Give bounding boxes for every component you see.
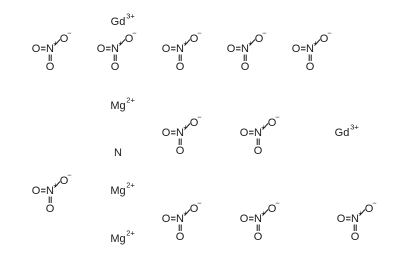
nitrate-8-oxygen-right: O xyxy=(60,175,69,187)
ion-gd-1: Gd xyxy=(111,16,126,28)
nitrate-2-single-bond xyxy=(119,39,126,46)
nitrate-9-oxygen-charge: − xyxy=(197,199,202,208)
nitrate-8-oxygen-left: O xyxy=(32,185,41,197)
nitrate-3-single-bond xyxy=(184,39,191,46)
nitrate-6-oxygen-charge: − xyxy=(197,113,202,122)
nitrate-5-oxygen-left: O xyxy=(292,43,301,55)
nitrate-10-oxygen-bottom: O xyxy=(254,231,263,243)
nitrate-10-single-bond xyxy=(262,209,269,216)
nitrate-1-nitrogen: N xyxy=(46,43,54,55)
nitrate-11-oxygen-bottom: O xyxy=(351,231,360,243)
nitrate-2-oxygen-charge: − xyxy=(132,29,137,38)
ion-mg-4: Mg xyxy=(110,185,125,197)
nitrate-7-single-bond xyxy=(262,123,269,130)
nitrate-4-nitrogen: N xyxy=(241,43,249,55)
nitrate-6-nitrogen-charge: + xyxy=(183,123,188,132)
nitrate-9-nitrogen: N xyxy=(176,213,184,225)
nitrate-5-oxygen-bottom: O xyxy=(306,61,315,73)
nitrate-6-nitrogen: N xyxy=(176,127,184,139)
nitrate-6-single-bond xyxy=(184,123,191,130)
nitrate-11-nitrogen: N xyxy=(351,213,359,225)
nitrate-9-single-bond xyxy=(184,209,191,216)
nitrate-5-oxygen-charge: − xyxy=(327,29,332,38)
nitrate-4-oxygen-left: O xyxy=(227,43,236,55)
nitrate-2-nitrogen-charge: + xyxy=(118,39,123,48)
nitrate-5-single-bond xyxy=(314,39,321,46)
ion-mg-4-charge: 2+ xyxy=(126,181,135,190)
nitrate-4-oxygen-charge: − xyxy=(262,29,267,38)
ion-mg-2: Mg xyxy=(110,100,125,112)
nitrate-7-oxygen-left: O xyxy=(240,127,249,139)
nitrate-1-oxygen-charge: − xyxy=(67,29,72,38)
nitrate-2-nitrogen: N xyxy=(111,43,119,55)
nitrate-11-oxygen-charge: − xyxy=(372,199,377,208)
nitrate-8-nitrogen: N xyxy=(46,185,54,197)
nitrate-11-single-bond xyxy=(359,209,366,216)
nitrate-10-nitrogen: N xyxy=(254,213,262,225)
nitrate-6-oxygen-right: O xyxy=(190,117,199,129)
nitrate-5-oxygen-right: O xyxy=(320,33,329,45)
nitrate-7-oxygen-right: O xyxy=(268,117,277,129)
nitrate-6-oxygen-bottom: O xyxy=(176,145,185,157)
nitrate-11-oxygen-right: O xyxy=(365,203,374,215)
nitrate-4-oxygen-right: O xyxy=(255,33,264,45)
nitrate-3-nitrogen-charge: + xyxy=(183,39,188,48)
nitrate-7-oxygen-charge: − xyxy=(275,113,280,122)
ion-gd-6-charge: 3+ xyxy=(350,123,359,132)
nitrate-1-single-bond xyxy=(54,39,61,46)
ion-mg-5: Mg xyxy=(110,233,125,245)
nitrate-9-nitrogen-charge: + xyxy=(183,209,188,218)
nitrate-1-oxygen-bottom: O xyxy=(46,61,55,73)
nitrate-10-oxygen-left: O xyxy=(240,213,249,225)
nitrate-3-oxygen-bottom: O xyxy=(176,61,185,73)
nitrate-7-oxygen-bottom: O xyxy=(254,145,263,157)
ion-mg-5-charge: 2+ xyxy=(126,229,135,238)
nitrate-7-nitrogen-charge: + xyxy=(261,123,266,132)
nitrate-9-oxygen-left: O xyxy=(162,213,171,225)
nitrate-8-single-bond xyxy=(54,181,61,188)
nitrate-8-oxygen-bottom: O xyxy=(46,203,55,215)
nitrate-5-nitrogen: N xyxy=(306,43,314,55)
nitrate-4-oxygen-bottom: O xyxy=(241,61,250,73)
nitrate-2-oxygen-bottom: O xyxy=(111,61,120,73)
nitrate-2-oxygen-right: O xyxy=(125,33,134,45)
nitrate-2-oxygen-left: O xyxy=(97,43,106,55)
nitrate-11-nitrogen-charge: + xyxy=(358,209,363,218)
nitrate-3-oxygen-charge: − xyxy=(197,29,202,38)
nitrate-3-oxygen-right: O xyxy=(190,33,199,45)
ion-mg-2-charge: 2+ xyxy=(126,96,135,105)
ion-gd-6: Gd xyxy=(335,127,350,139)
ion-gd-1-charge: 3+ xyxy=(126,12,135,21)
ion-n-3: N xyxy=(114,147,122,159)
nitrate-11-oxygen-left: O xyxy=(337,213,346,225)
nitrate-8-oxygen-charge: − xyxy=(67,171,72,180)
nitrate-9-oxygen-right: O xyxy=(190,203,199,215)
nitrate-1-oxygen-right: O xyxy=(60,33,69,45)
nitrate-4-single-bond xyxy=(249,39,256,46)
nitrate-6-oxygen-left: O xyxy=(162,127,171,139)
nitrate-9-oxygen-bottom: O xyxy=(176,231,185,243)
nitrate-3-nitrogen: N xyxy=(176,43,184,55)
nitrate-10-oxygen-charge: − xyxy=(275,199,280,208)
nitrate-5-nitrogen-charge: + xyxy=(313,39,318,48)
nitrate-1-nitrogen-charge: + xyxy=(53,39,58,48)
nitrate-3-oxygen-left: O xyxy=(162,43,171,55)
nitrate-1-oxygen-left: O xyxy=(32,43,41,55)
nitrate-8-nitrogen-charge: + xyxy=(53,181,58,190)
nitrate-4-nitrogen-charge: + xyxy=(248,39,253,48)
nitrate-10-oxygen-right: O xyxy=(268,203,277,215)
nitrate-7-nitrogen: N xyxy=(254,127,262,139)
nitrate-10-nitrogen-charge: + xyxy=(261,209,266,218)
